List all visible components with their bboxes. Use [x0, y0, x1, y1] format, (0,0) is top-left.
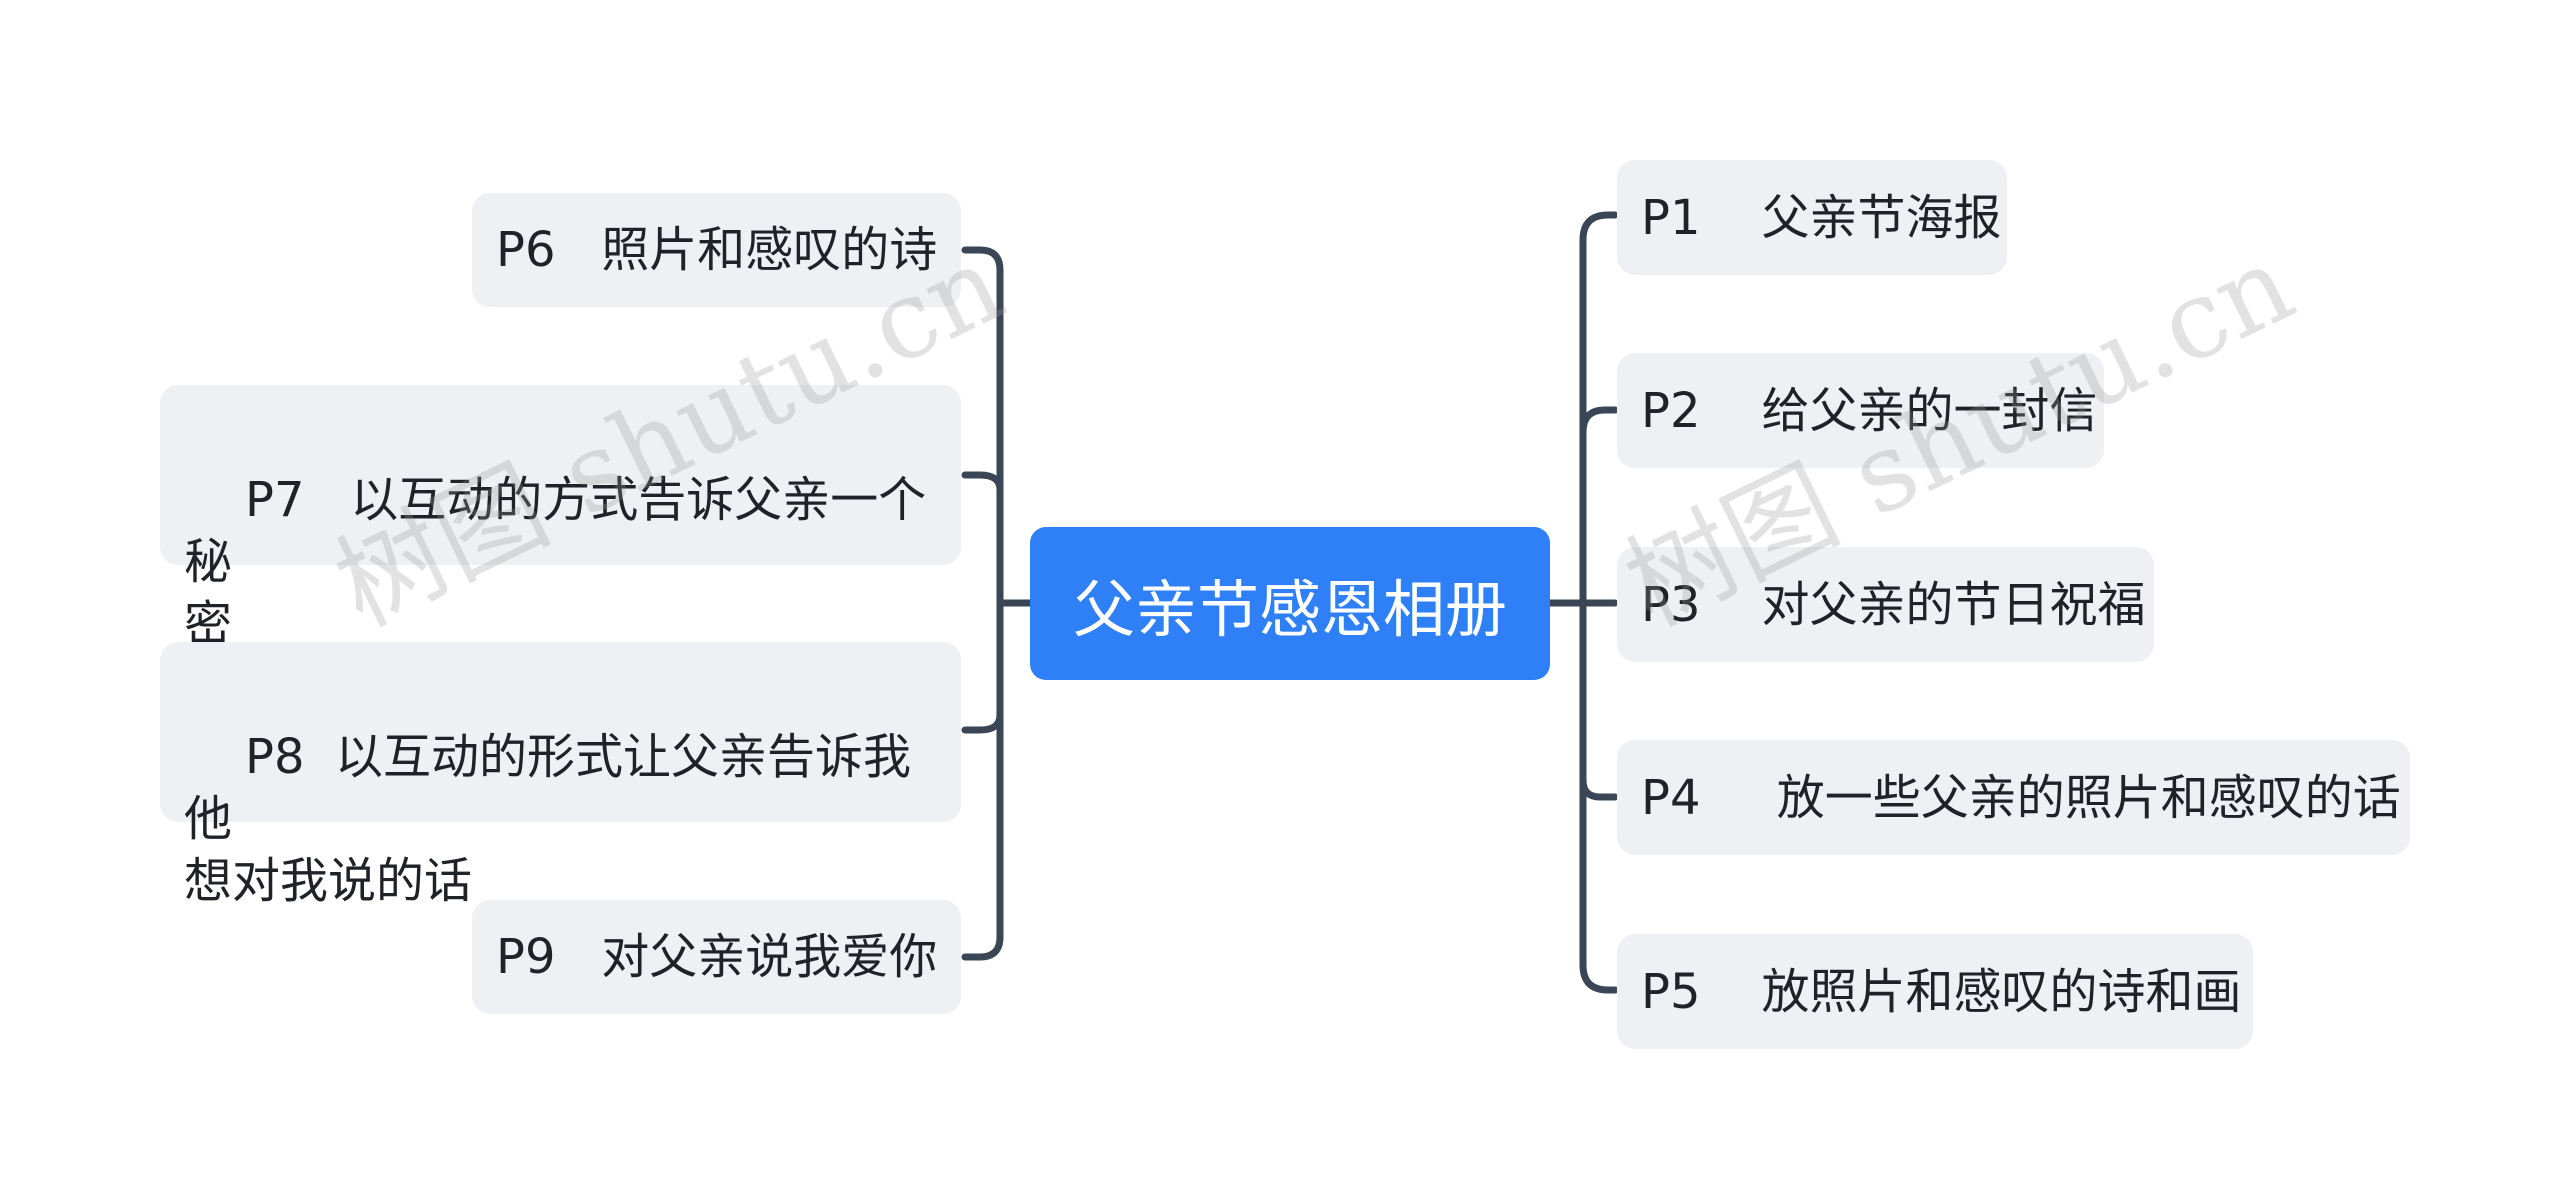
branch-node-p1[interactable]: P1 父亲节海报	[1617, 160, 2007, 275]
branch-label: P4 放一些父亲的照片和感叹的话	[1641, 769, 2401, 826]
connector-p5	[1579, 961, 1619, 994]
branch-label: P1 父亲节海报	[1641, 189, 2002, 246]
branch-node-p8[interactable]: P8 以互动的形式让父亲告诉我他 想对我说的话	[160, 642, 961, 909]
branch-label: P8 以互动的形式让父亲告诉我他 想对我说的话	[184, 729, 912, 909]
branch-node-p3[interactable]: P3 对父亲的节日祝福	[1617, 547, 2154, 662]
branch-label: P9 对父亲说我爱你	[496, 929, 938, 985]
connector-p4	[1579, 776, 1619, 801]
root-node[interactable]: 父亲节感恩相册	[1030, 527, 1550, 680]
branch-label: P6 照片和感叹的诗	[496, 222, 938, 278]
branch-label: P5 放照片和感叹的诗和画	[1641, 963, 2242, 1020]
connector-p1	[1579, 211, 1619, 244]
branch-node-p2[interactable]: P2 给父亲的一封信	[1617, 353, 2104, 468]
connector-p9	[961, 933, 1004, 961]
branch-node-p7[interactable]: P7 以互动的方式告诉父亲一个秘 密	[160, 385, 961, 652]
branch-node-p9[interactable]: P9 对父亲说我爱你	[472, 900, 961, 1014]
branch-node-p6[interactable]: P6 照片和感叹的诗	[472, 193, 961, 307]
connector-p6	[961, 246, 1004, 274]
root-node-label: 父亲节感恩相册	[1072, 572, 1507, 646]
connector-p8	[961, 711, 1004, 734]
connector-p7	[961, 471, 1004, 494]
branch-node-p5[interactable]: P5 放照片和感叹的诗和画	[1617, 934, 2253, 1049]
connector-p2	[1579, 406, 1619, 436]
branch-label: P2 给父亲的一封信	[1641, 382, 2098, 439]
branch-node-p4[interactable]: P4 放一些父亲的照片和感叹的话	[1617, 740, 2410, 855]
branch-label: P3 对父亲的节日祝福	[1641, 576, 2146, 633]
